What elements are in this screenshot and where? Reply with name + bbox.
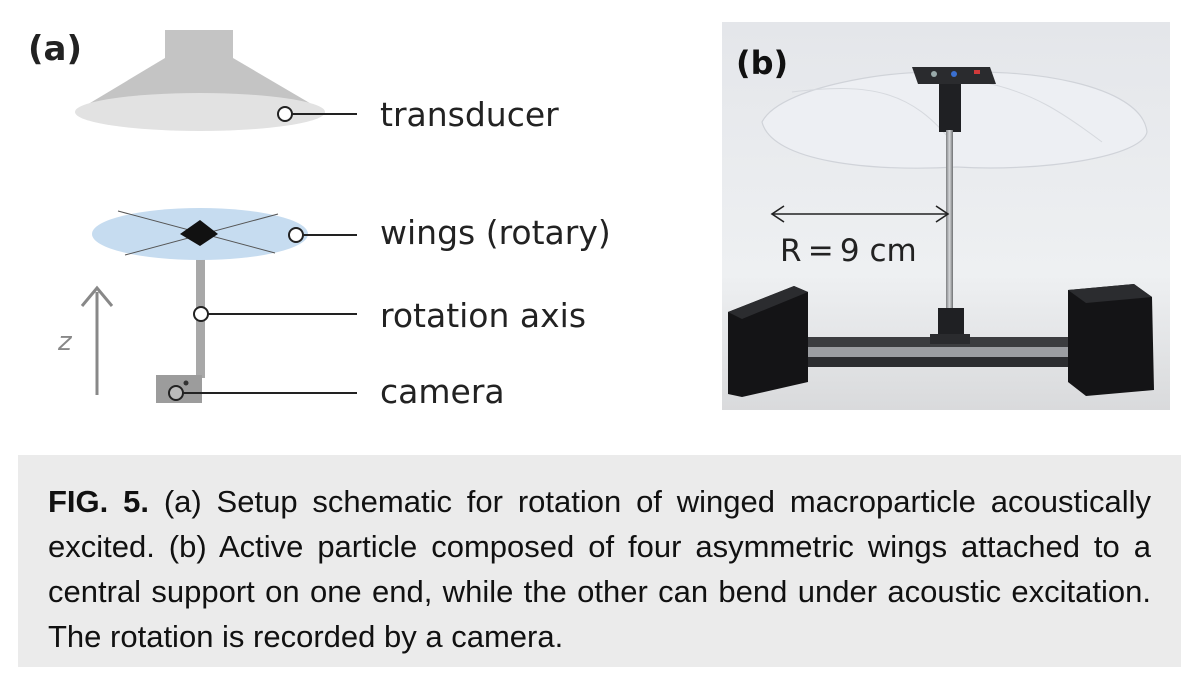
figure-number: FIG. 5. bbox=[48, 484, 149, 519]
schematic-panel-a: (a) transducer wings (rotary) rotation a… bbox=[28, 29, 611, 411]
caption-line-3: central support on one end, while the ot… bbox=[48, 574, 1151, 609]
caption-text-1: (a) Setup schematic for rotation of wing… bbox=[148, 484, 1151, 519]
photo-panel-b: (b) R = 9 cm bbox=[722, 22, 1170, 410]
panel-a-label: (a) bbox=[28, 29, 82, 69]
z-axis-arrow bbox=[80, 285, 114, 395]
support-base bbox=[728, 284, 1154, 397]
transducer-graphic bbox=[75, 30, 325, 131]
wings-marker bbox=[288, 227, 304, 243]
dimension-label: R = 9 cm bbox=[780, 233, 917, 269]
figure-caption: FIG. 5. (a) Setup schematic for rotation… bbox=[18, 455, 1181, 667]
caption-line-4: The rotation is recorded by a camera. bbox=[48, 619, 564, 654]
wings-label: wings (rotary) bbox=[380, 213, 611, 252]
rotation-axis-marker bbox=[193, 306, 209, 322]
wings-graphic bbox=[92, 208, 308, 260]
caption-line-2: excited. (b) Active particle composed of… bbox=[48, 529, 1151, 564]
caption-line-1: FIG. 5. (a) Setup schematic for rotation… bbox=[48, 479, 1151, 524]
transducer-marker bbox=[277, 106, 293, 122]
support-rod bbox=[946, 130, 953, 340]
dimension-arrow bbox=[770, 205, 950, 223]
camera-label: camera bbox=[380, 372, 505, 411]
rotation-axis-label: rotation axis bbox=[380, 296, 586, 335]
transducer-label: transducer bbox=[380, 95, 559, 134]
top-mount bbox=[912, 67, 996, 132]
z-axis-label: z bbox=[57, 327, 73, 357]
camera-marker bbox=[168, 385, 184, 401]
panel-b-label: (b) bbox=[736, 44, 788, 82]
